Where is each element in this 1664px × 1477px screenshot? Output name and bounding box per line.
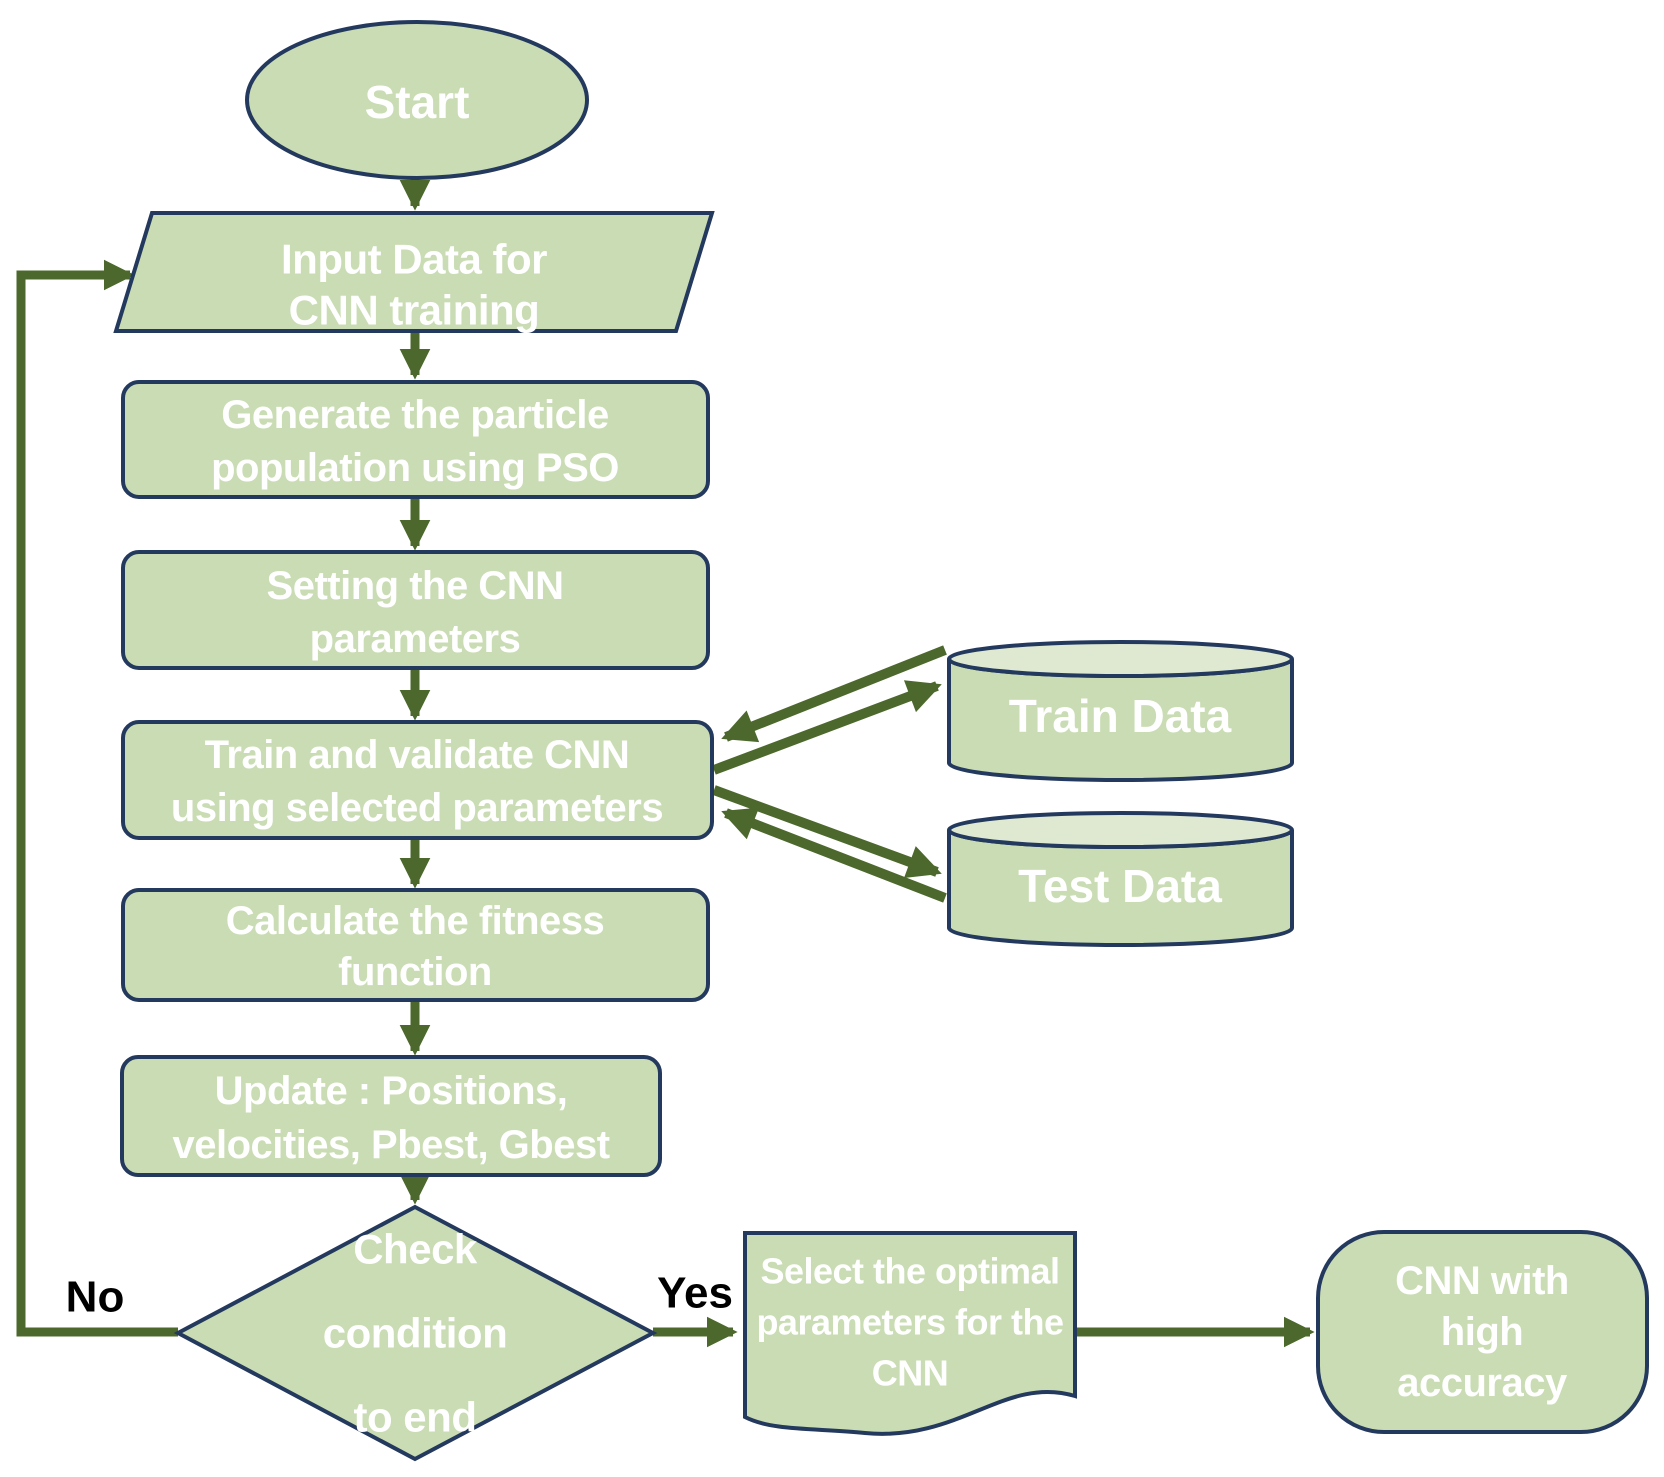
input-data-label-line2: CNN training [289,287,540,334]
setting-label-line1: Setting the CNN [267,564,564,608]
no-loop-arrow [16,259,178,1337]
start-node: Start [245,20,589,180]
yes-label: Yes [657,1269,733,1318]
train-data-to-node-arrow [721,645,947,743]
result-label-line2: high [1441,1310,1523,1354]
calculate-label-line2: function [338,950,492,994]
decision-label-line3: to end [354,1394,477,1441]
select-parameters-node: Select the optimal parameters for the CN… [743,1231,1077,1436]
result-node: CNN with high accuracy [1316,1230,1649,1434]
result-label-line3: accuracy [1397,1361,1568,1405]
no-label: No [66,1273,125,1322]
test-data-cylinder: Test Data [947,811,1294,947]
check-condition-decision: Check condition to end [173,1204,658,1462]
select-label-line1: Select the optimal [760,1251,1059,1292]
train-data-label: Train Data [1009,690,1232,742]
node-to-test-data-arrow [712,785,942,878]
select-label-line2: parameters for the [756,1302,1063,1343]
calculate-label-line1: Calculate the fitness [226,899,605,943]
generate-label-line1: Generate the particle [221,393,608,437]
train-validate-node: Train and validate CNN using selected pa… [121,720,714,840]
generate-label-line2: population using PSO [211,446,619,490]
setting-label-line2: parameters [310,617,521,661]
update-label-line1: Update : Positions, [215,1069,568,1113]
test-data-to-node-arrow [721,807,947,903]
train-validate-label-line2: using selected parameters [171,786,663,830]
node-to-train-data-arrow [712,680,942,775]
update-label-line2: velocities, Pbest, Gbest [172,1123,609,1167]
generate-population-node: Generate the particle population using P… [121,380,710,499]
result-label-line1: CNN with [1395,1259,1569,1303]
input-data-label-line1: Input Data for [281,236,547,283]
train-validate-label-line1: Train and validate CNN [205,733,630,777]
decision-label-line2: condition [323,1310,507,1357]
input-data-node: Input Data for CNN training [113,211,715,334]
start-label: Start [365,76,470,128]
update-node: Update : Positions, velocities, Pbest, G… [120,1055,662,1177]
select-label-line3: CNN [872,1353,949,1394]
test-data-label: Test Data [1018,860,1222,912]
calculate-fitness-node: Calculate the fitness function [121,888,710,1002]
decision-label-line1: Check [353,1226,478,1273]
set-parameters-node: Setting the CNN parameters [121,550,710,670]
train-data-cylinder: Train Data [947,640,1294,782]
